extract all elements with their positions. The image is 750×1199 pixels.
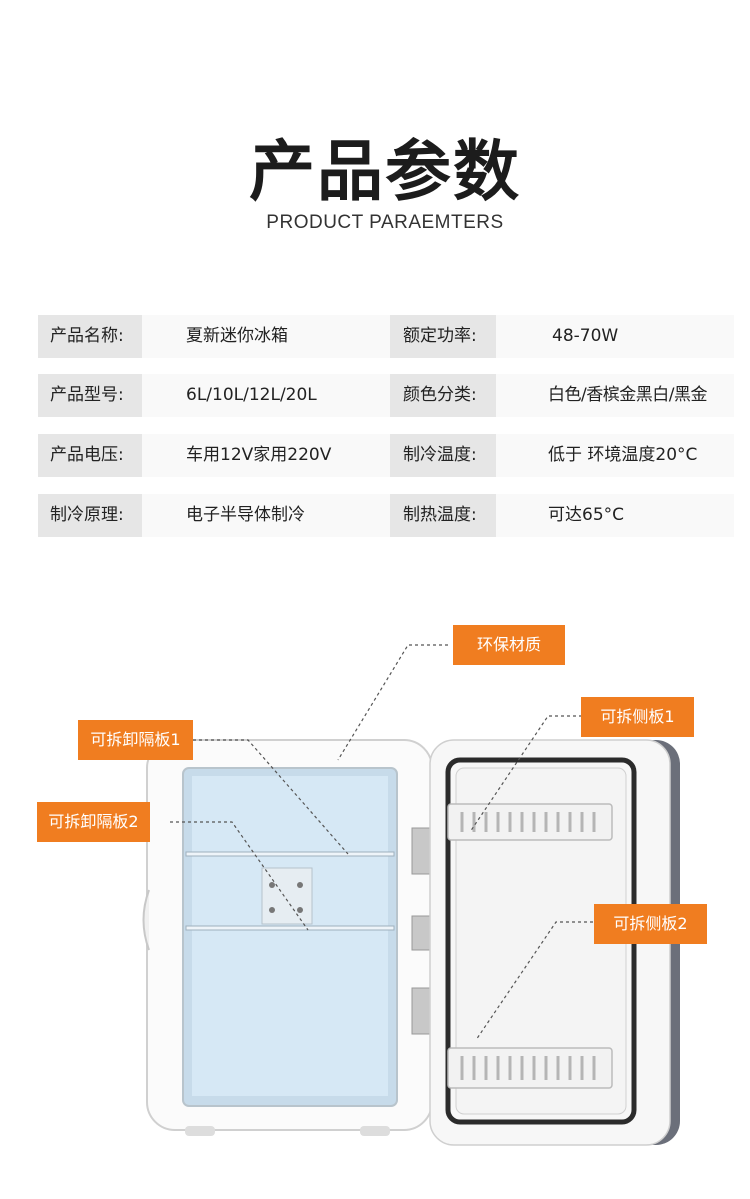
- door-shelf-2-slots: [460, 1056, 596, 1080]
- spec-value: 48-70W: [496, 315, 734, 358]
- fridge-illustration: [142, 644, 680, 1146]
- spec-value: 电子半导体制冷: [142, 494, 390, 537]
- spec-value: 白色/香槟金黑白/黑金: [496, 374, 734, 417]
- fridge-interior-back: [192, 776, 388, 1096]
- page-title: 产品参数: [249, 133, 521, 210]
- spec-label: 产品型号:: [38, 374, 142, 417]
- spec-label: 颜色分类:: [390, 374, 496, 417]
- spec-row: 产品型号: 6L/10L/12L/20L 颜色分类: 白色/香槟金黑白/黑金: [38, 374, 734, 417]
- spec-label: 制热温度:: [390, 494, 496, 537]
- callout-side-2: 可拆侧板2: [594, 904, 707, 944]
- shelf-1: [185, 851, 395, 857]
- spec-value: 6L/10L/12L/20L: [142, 374, 390, 417]
- foot: [360, 1126, 390, 1136]
- callout-shelf-1: 可拆卸隔板1: [78, 720, 193, 760]
- callout-side-1: 可拆侧板1: [581, 697, 694, 737]
- spec-value: 可达65°C: [496, 494, 734, 537]
- shelf-2: [185, 925, 395, 931]
- leader-lines: [170, 644, 593, 1041]
- spec-label: 制冷温度:: [390, 434, 496, 477]
- foot: [185, 1126, 215, 1136]
- spec-value: 低于 环境温度20°C: [496, 434, 734, 477]
- spec-row: 制冷原理: 电子半导体制冷 制热温度: 可达65°C: [38, 494, 734, 537]
- spec-label: 产品电压:: [38, 434, 142, 477]
- door-shelf-1-slots: [460, 812, 596, 832]
- spec-value: 车用12V家用220V: [142, 434, 390, 477]
- spec-label: 额定功率:: [390, 315, 496, 358]
- spec-label: 产品名称:: [38, 315, 142, 358]
- callout-shelf-2: 可拆卸隔板2: [37, 802, 150, 842]
- spec-value: 夏新迷你冰箱: [142, 315, 390, 358]
- page-subtitle: PRODUCT PARAEMTERS: [266, 212, 504, 233]
- shelf-bracket: [261, 867, 313, 925]
- spec-row: 产品电压: 车用12V家用220V 制冷温度: 低于 环境温度20°C: [38, 434, 734, 477]
- spec-row: 产品名称: 夏新迷你冰箱 额定功率: 48-70W: [38, 315, 734, 358]
- callout-material: 环保材质: [453, 625, 565, 665]
- spec-label: 制冷原理:: [38, 494, 142, 537]
